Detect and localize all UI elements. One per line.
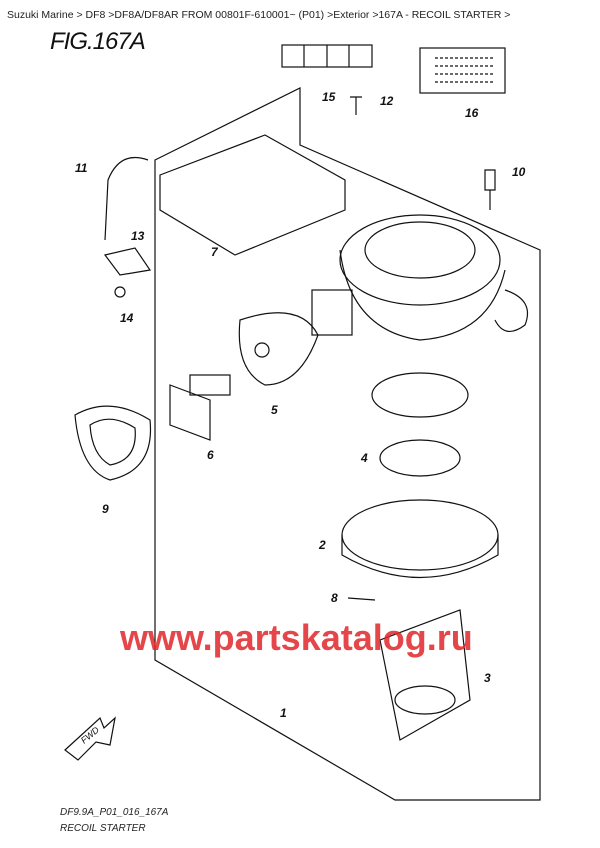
callout-3[interactable]: 3 (484, 671, 491, 685)
drawing-name: RECOIL STARTER (60, 823, 146, 834)
starter-case (311, 214, 529, 341)
reel-washer (371, 372, 469, 418)
warning-label-15 (281, 44, 373, 68)
caution-label-16 (419, 47, 506, 94)
ratchet-kit (379, 609, 471, 741)
handle-6 (169, 374, 231, 441)
callout-14[interactable]: 14 (120, 311, 134, 325)
reel (341, 499, 499, 579)
callout-5[interactable]: 5 (271, 403, 278, 417)
breadcrumb[interactable]: Suzuki Marine > DF8 >DF8A/DF8AR FROM 008… (7, 9, 511, 21)
fwd-arrow: FWD (64, 716, 116, 761)
callout-9[interactable]: 9 (102, 502, 109, 516)
callout-7[interactable]: 7 (211, 245, 219, 259)
pin-8 (347, 597, 376, 601)
bolt-12 (350, 96, 362, 115)
bolt-10 (484, 169, 496, 210)
callout-4[interactable]: 4 (360, 451, 368, 465)
rope-11 (104, 156, 149, 241)
callout-16[interactable]: 16 (465, 106, 479, 120)
kit-7-frame (159, 134, 346, 256)
bracket-13 (103, 247, 152, 276)
bolt-14 (114, 286, 126, 298)
drawing-code: DF9.9A_P01_016_167A (60, 807, 169, 818)
callout-6[interactable]: 6 (207, 448, 214, 462)
callout-2[interactable]: 2 (318, 538, 326, 552)
callout-13[interactable]: 13 (131, 229, 145, 243)
callout-11[interactable]: 11 (75, 161, 88, 175)
callout-1[interactable]: 1 (280, 706, 287, 720)
watermark: www.partskatalog.ru (120, 617, 473, 658)
callout-15[interactable]: 15 (322, 90, 336, 104)
callout-10[interactable]: 10 (512, 165, 526, 179)
callout-8[interactable]: 8 (331, 591, 338, 605)
figure-title: FIG.167A (50, 28, 146, 55)
grip-9 (74, 405, 152, 481)
grip-cover-5 (238, 312, 319, 386)
spring (379, 439, 461, 477)
assembly-frame (154, 87, 541, 801)
callout-12[interactable]: 12 (380, 94, 394, 108)
